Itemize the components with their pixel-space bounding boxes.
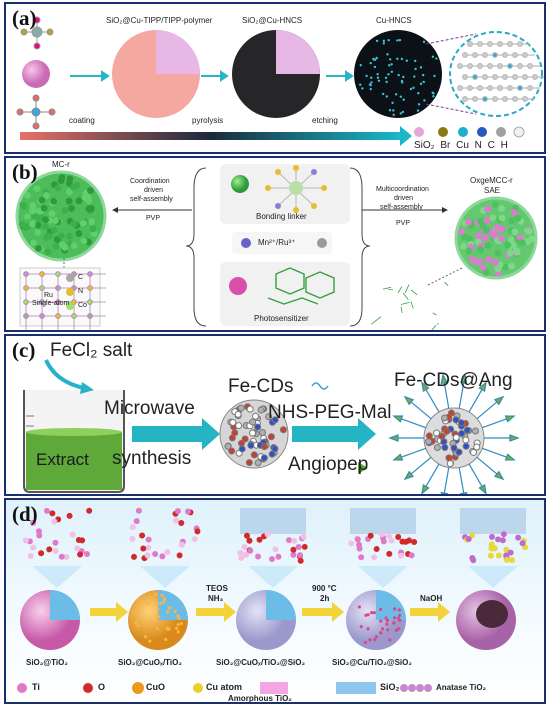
panel-d-graphic xyxy=(17,507,529,694)
legend-c: C xyxy=(78,274,84,281)
panel-a-label: (a) xyxy=(12,6,37,30)
tipp-molecule-icon xyxy=(20,16,54,50)
stage-cuox-sio2: SiO₂@CuOₓ/TiO₂@SiO₂ xyxy=(216,658,306,667)
teos-label: TEOS xyxy=(206,584,228,593)
nhs-peg-mal-label: NHS-PEG-Mal xyxy=(268,402,392,423)
metal-ion-label: Mn²⁺/Ru³⁺ xyxy=(258,238,296,247)
fecl2-salt-label: FeCl₂ salt xyxy=(50,340,133,361)
synthesis-label: synthesis xyxy=(112,448,192,469)
stage-sio2-tio2: SiO₂@TiO₂ xyxy=(26,658,68,667)
porphyrin-molecule-icon xyxy=(16,94,56,130)
panel-a-graphic xyxy=(16,16,544,146)
legend-n: N xyxy=(78,288,84,295)
product-label: Fe-CDs@Ang xyxy=(394,370,513,391)
metal-ion-box xyxy=(232,232,332,254)
bonding-linker-box xyxy=(220,164,350,224)
legend-o: O xyxy=(98,682,106,692)
microwave-label: Microwave xyxy=(104,398,195,419)
fe-cds-label: Fe-CDs xyxy=(228,376,294,397)
legend-cuo: CuO xyxy=(146,682,165,692)
coord-line2: driven xyxy=(144,187,164,194)
panel-c-graphic xyxy=(23,359,520,494)
legend-ti: Ti xyxy=(32,682,40,692)
panel-d-label: (d) xyxy=(12,502,38,526)
process-gradient-arrow xyxy=(20,132,400,140)
time-label: 2h xyxy=(320,594,330,603)
pyrolysis-step: pyrolysis xyxy=(192,116,224,125)
panel-a: (a) SiO₂@Cu-TIPP/TIPP-polymer SiO₂@Cu-HN… xyxy=(4,2,546,154)
panel-b: (b) MC-r Coordination driven self-assemb… xyxy=(4,156,546,332)
single-atom-label: Single-atom xyxy=(32,300,70,307)
panel-d: (d) TEOS NH₃ 900 °C 2h NaOH SiO₂@TiO₂ Si… xyxy=(4,498,546,704)
oxgemcc-label: OxgeMCC-r xyxy=(470,176,513,185)
conjugation-arrow xyxy=(358,418,376,450)
panel-b-graphic xyxy=(15,164,538,330)
stage2-label: SiO₂@Cu-HNCS xyxy=(242,16,303,25)
panel-c-label: (c) xyxy=(12,338,36,362)
stage-cu: SiO₂@Cu/TiO₂@SiO₂ xyxy=(332,658,412,667)
multi-line2: driven xyxy=(394,195,414,202)
extract-liquid xyxy=(26,432,122,490)
multi-line3: self-assembly xyxy=(380,204,423,211)
stage-cuox: SiO₂@CuOₓ/TiO₂ xyxy=(118,658,182,667)
legend-anatase: Anatase TiO₂ xyxy=(436,683,487,692)
legend-sio2: SiO₂ xyxy=(380,682,400,692)
element-legend: SiO₂ Br Cu N C H xyxy=(414,140,508,151)
pvp-right: PVP xyxy=(396,220,411,227)
stage3-label: Cu-HNCS xyxy=(376,16,412,25)
coord-line1: Coordination xyxy=(130,178,170,185)
stage1-label: SiO₂@Cu-TIPP/TIPP-polymer xyxy=(106,16,213,25)
legend-amorphous: Amorphous TiO₂ xyxy=(228,694,292,703)
cu-hncs-sphere xyxy=(354,30,442,118)
photosensitizer-label: Photosensitizer xyxy=(254,314,309,323)
panel-c: (c) FeCl₂ salt Extract Microwave synthes… xyxy=(4,334,546,496)
multi-line1: Multicoordination xyxy=(376,186,429,193)
extract-label: Extract xyxy=(36,450,89,469)
naoh-label: NaOH xyxy=(420,594,443,603)
mc-r-label: MC-r xyxy=(52,160,70,169)
coord-line3: self-assembly xyxy=(130,196,173,203)
ru-label: Ru xyxy=(44,292,53,299)
pvp-left: PVP xyxy=(146,215,161,222)
legend-cu-atom: Cu atom xyxy=(206,682,242,692)
coating-step: coating xyxy=(69,116,95,125)
angiopep-label: Angiopep xyxy=(288,454,369,475)
microwave-arrow xyxy=(202,418,220,450)
salt-arrow xyxy=(44,359,85,390)
nh3-label: NH₃ xyxy=(208,594,224,603)
bonding-linker-label: Bonding linker xyxy=(256,212,307,221)
etching-step: etching xyxy=(312,116,338,125)
sio2-sphere-icon xyxy=(22,60,50,88)
photosensitizer-box xyxy=(220,262,350,326)
temp-label: 900 °C xyxy=(312,584,337,593)
sae-label: SAE xyxy=(484,186,501,195)
legend-co: Co xyxy=(78,302,87,309)
panel-b-label: (b) xyxy=(12,160,38,184)
